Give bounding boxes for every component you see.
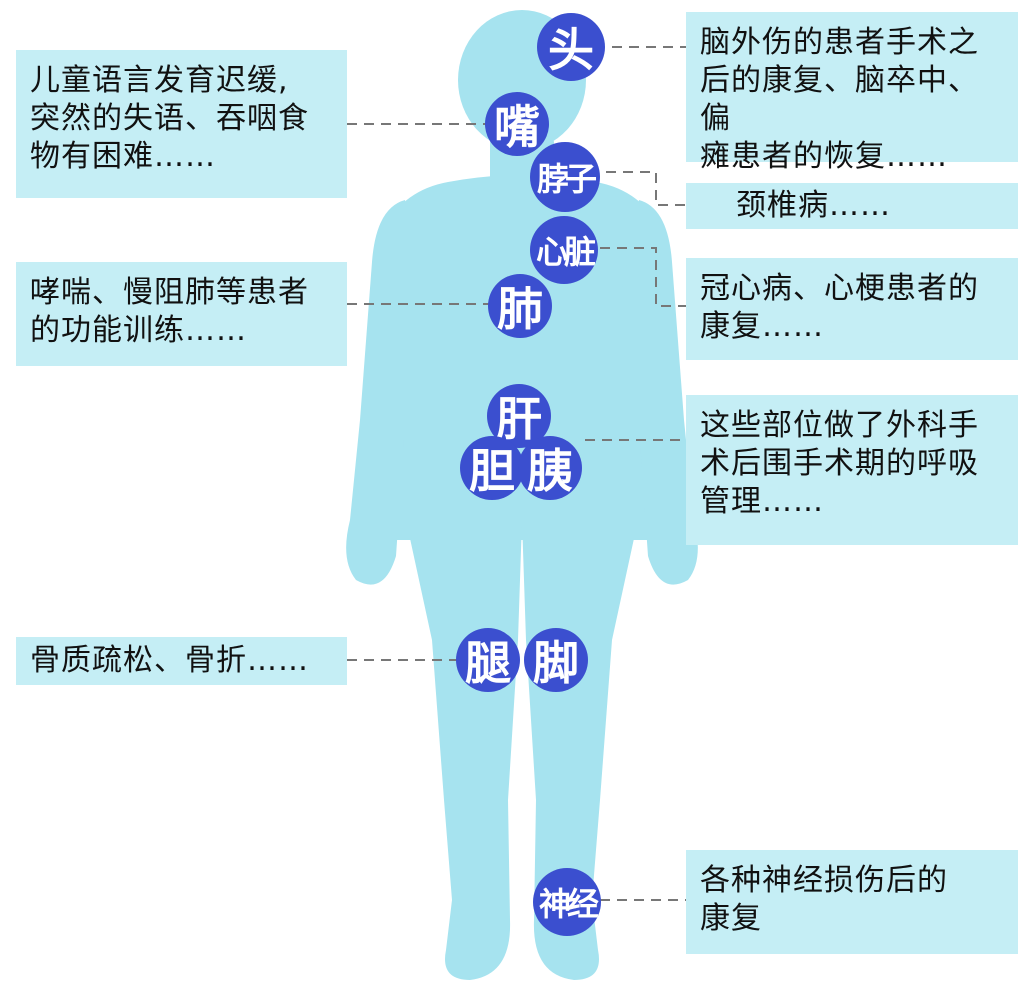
nerve-description-box: 各种神经损伤后的 康复 bbox=[686, 850, 1018, 954]
lung-description-box: 哮喘、慢阻肺等患者 的功能训练…… bbox=[16, 262, 347, 366]
foot-circle: 脚 bbox=[524, 628, 588, 692]
abdomen-description-box: 这些部位做了外科手 术后围手术期的呼吸 管理…… bbox=[686, 395, 1018, 545]
connector-neck bbox=[606, 171, 686, 206]
neck-circle: 脖子 bbox=[530, 142, 600, 212]
connector-lines bbox=[347, 46, 686, 901]
leg-circle: 腿 bbox=[456, 628, 520, 692]
head-description-box: 脑外伤的患者手术之 后的康复、脑卒中、偏 瘫患者的恢复…… bbox=[686, 12, 1018, 174]
left-leg-shape bbox=[406, 520, 522, 980]
nerve-circle: 神经 bbox=[533, 868, 601, 936]
neck-description-box: 颈椎病…… bbox=[686, 183, 1018, 229]
bone-description-box: 骨质疏松、骨折…… bbox=[16, 637, 347, 685]
mouth-description-box: 儿童语言发育迟缓, 突然的失语、吞咽食 物有困难…… bbox=[16, 50, 347, 198]
mouth-circle: 嘴 bbox=[485, 92, 549, 156]
pancreas-circle: 胰 bbox=[518, 436, 582, 500]
head-circle: 头 bbox=[537, 13, 605, 81]
heart-circle: 心脏 bbox=[530, 216, 598, 284]
connector-heart bbox=[600, 247, 686, 307]
right-arm-shape bbox=[620, 200, 698, 585]
lung-circle: 肺 bbox=[488, 274, 552, 338]
heart-description-box: 冠心病、心梗患者的 康复…… bbox=[686, 258, 1018, 360]
gallbladder-circle: 胆 bbox=[460, 436, 524, 500]
torso-shape bbox=[384, 175, 660, 540]
left-arm-shape bbox=[346, 200, 424, 585]
